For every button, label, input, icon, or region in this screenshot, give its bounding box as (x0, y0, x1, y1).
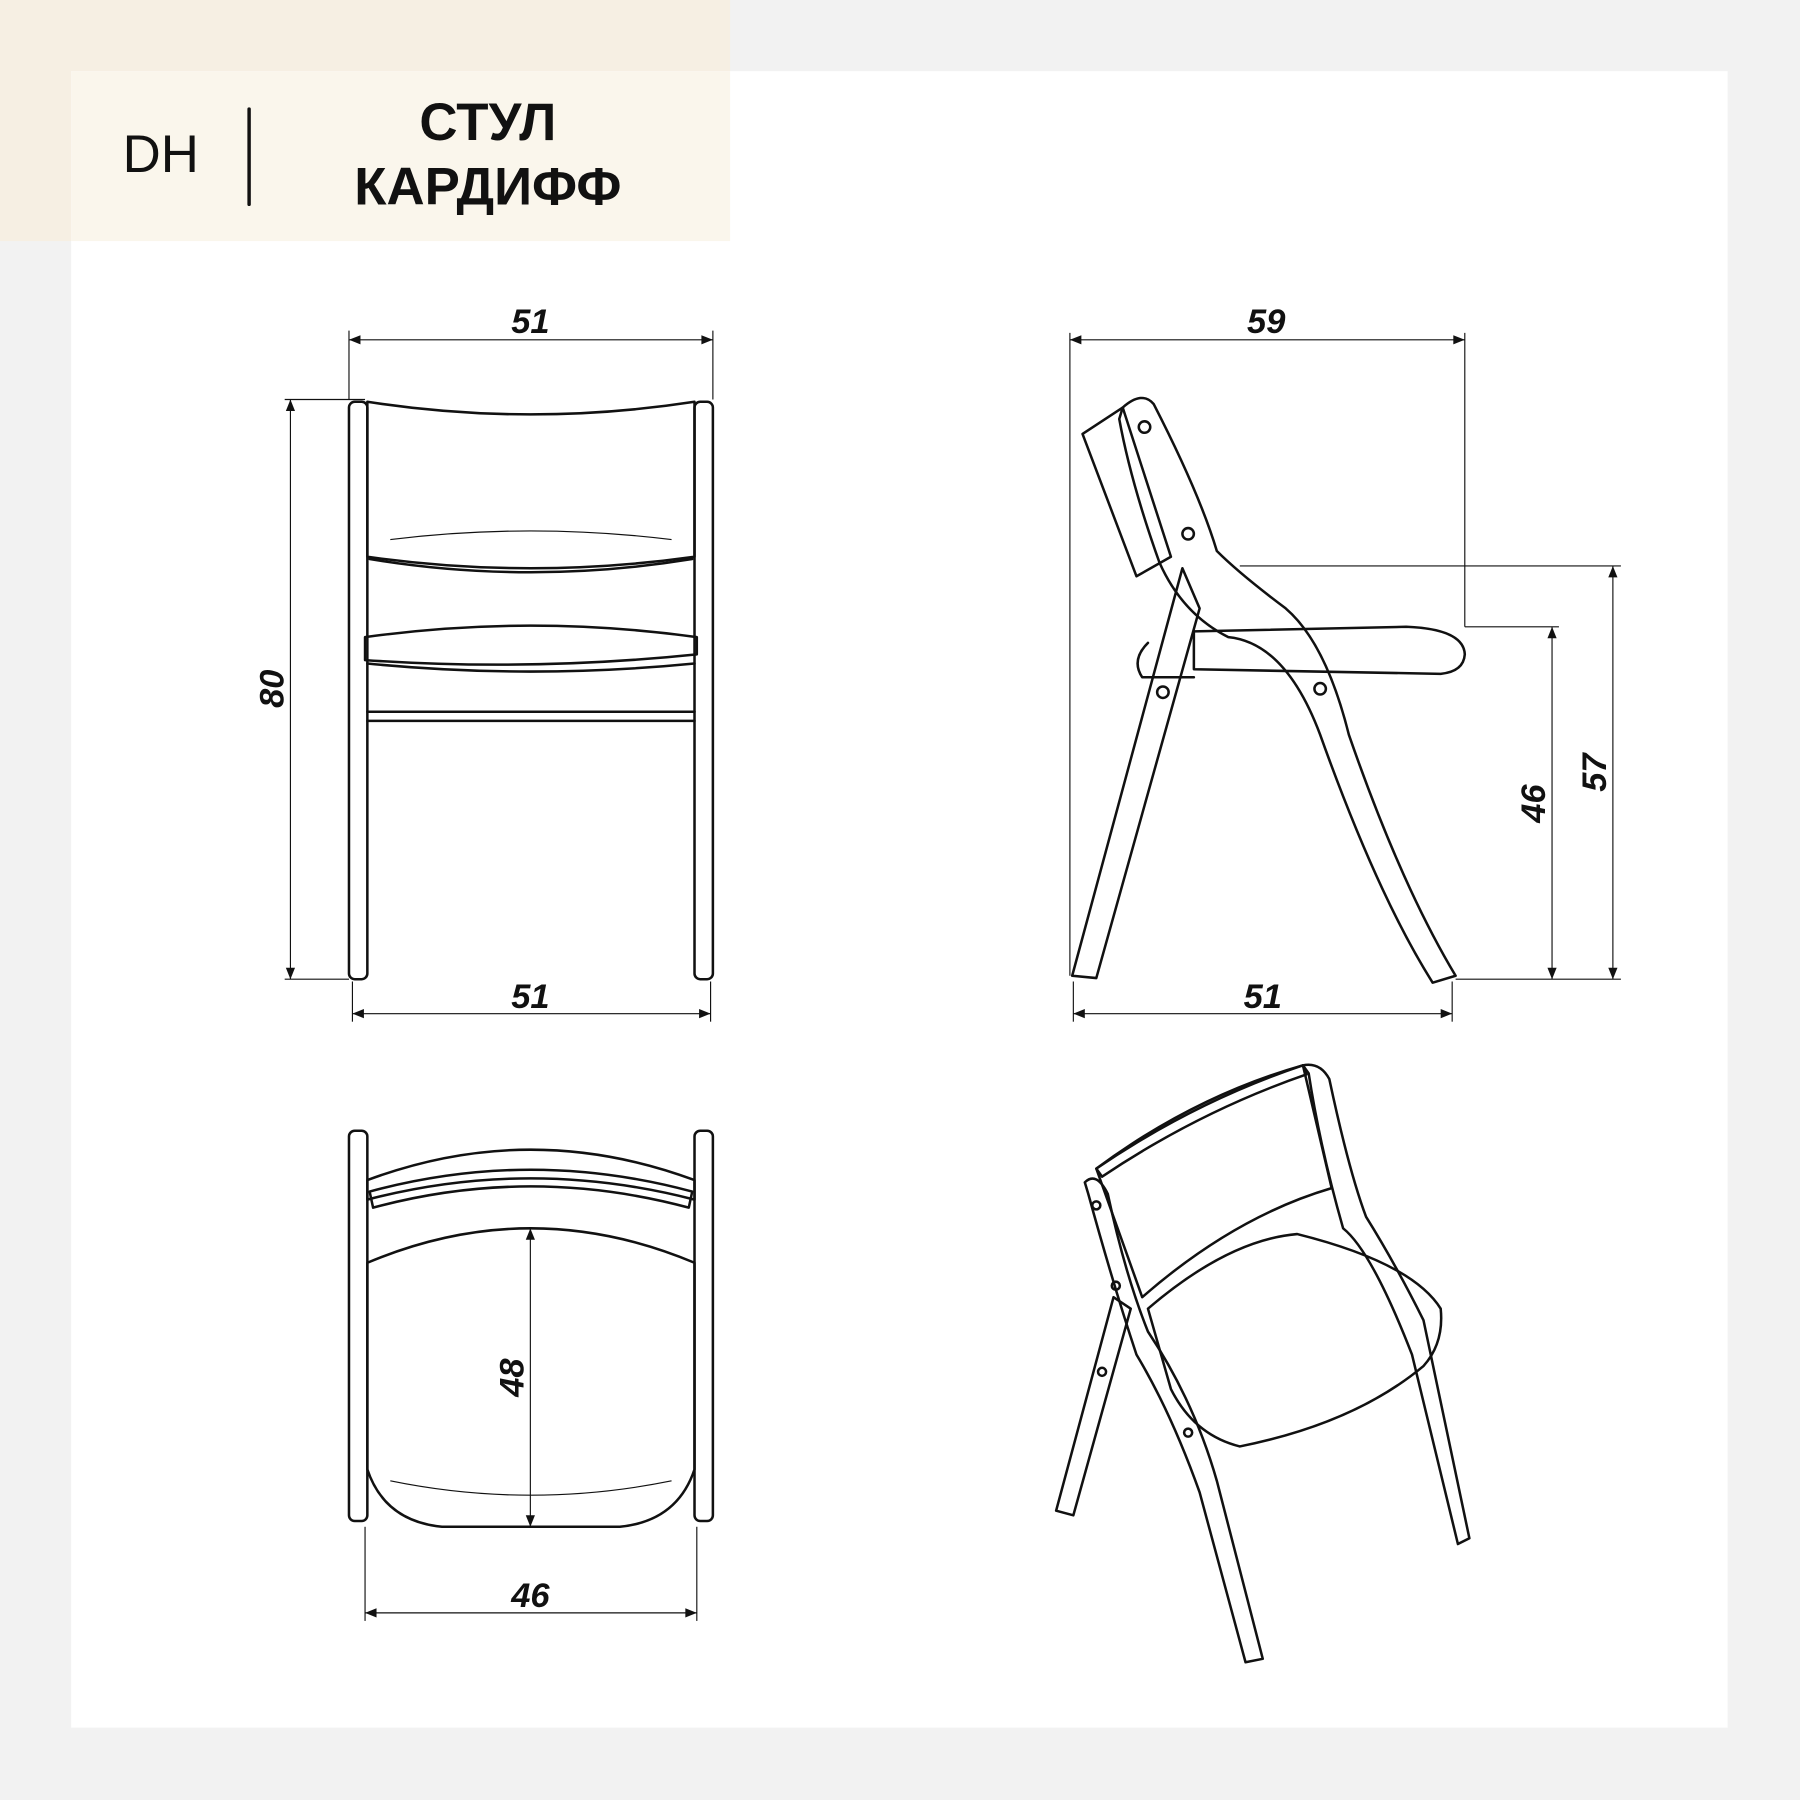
front-view (347, 400, 715, 981)
dim-seat-depth: 48 (493, 1358, 531, 1398)
top-view (347, 1129, 715, 1529)
white-panel (71, 71, 1728, 1728)
product-title-line1: СТУЛ (419, 93, 556, 152)
front-dimensions: 51 80 51 (254, 303, 714, 1022)
dim-seat-height: 46 (1515, 784, 1553, 824)
dim-armrest-height: 57 (1576, 752, 1614, 792)
side-dimensions: 59 51 46 57 (1069, 303, 1621, 1022)
dim-side-depth-bottom: 51 (1244, 978, 1282, 1016)
side-view (1070, 396, 1467, 984)
dim-seat-width: 46 (510, 1577, 550, 1615)
isometric-view (1054, 1063, 1471, 1664)
dim-side-depth-top: 59 (1247, 303, 1285, 341)
dim-front-width-bottom: 51 (511, 978, 549, 1016)
dim-front-width-top: 51 (511, 303, 549, 341)
header-box (71, 71, 731, 242)
brand-logo: DH (123, 125, 199, 184)
product-title-line2: КАРДИФФ (354, 157, 621, 216)
top-dimensions: 48 46 (364, 1228, 698, 1621)
dim-front-height: 80 (254, 670, 292, 708)
